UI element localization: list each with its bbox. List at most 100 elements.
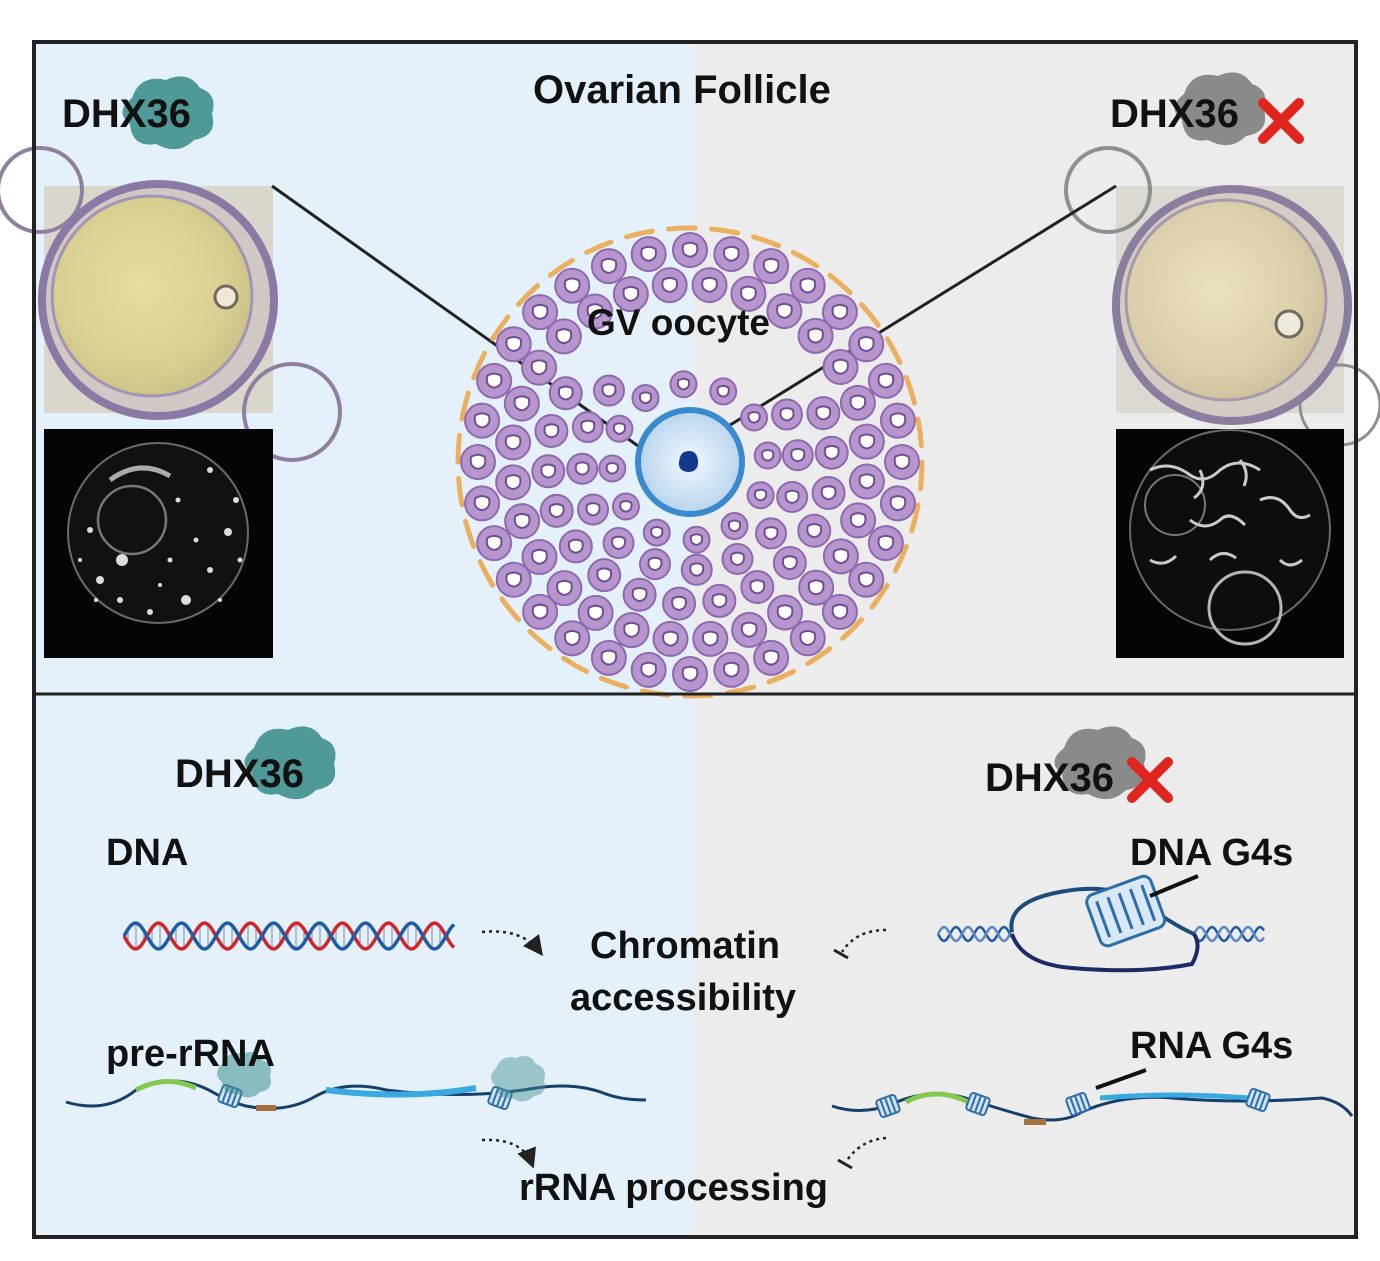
oocyte-nucleus [678,451,699,472]
granulosa-cell [753,248,790,285]
granulosa-cell [545,318,582,355]
granulosa-cell [602,527,635,560]
granulosa-cell [682,525,711,554]
wildtype-protein-label: DHX36 [62,92,191,136]
granulosa-cell [631,383,660,412]
figure-border [32,40,1358,1239]
granulosa-cell [879,485,916,522]
pre-rrna-strand [65,1052,647,1111]
granulosa-cell [495,326,532,363]
granulosa-cell [822,538,859,575]
granulosa-cell [590,248,627,285]
granulosa-cell [613,612,650,649]
g4-small-icon [1065,1091,1091,1117]
knockout-protein-label: DHX36 [1110,92,1239,136]
figure-title: Ovarian Follicle [533,68,831,112]
g4-inhibits-processing-arrow [837,1136,887,1170]
granulosa-cell [867,362,904,399]
knockout-zoom-line [713,184,1117,437]
granulosa-cell [464,485,501,522]
granulosa-cell [848,463,885,500]
granulosa-cell [558,529,593,564]
pre-rrna-label: pre-rRNA [106,1033,275,1075]
granulosa-cell [503,385,540,422]
dhx36-absent-protein-icon [1054,726,1146,800]
gv-oocyte [635,407,745,517]
dna-helix-right-end [1192,925,1265,943]
cross-icon [1258,98,1304,144]
granulosa-cell [702,583,737,618]
cross-icon [1127,757,1173,803]
granulosa-cell [814,435,849,470]
granulosa-cell [546,570,583,607]
dhx36-protein-icon [217,1052,271,1098]
granulosa-cell [772,545,807,580]
gv-oocyte-label: GV oocyte [587,302,770,343]
knockout-brightfield-image [1064,146,1380,447]
g4-inhibits-chromatin-arrow [833,928,887,960]
granulosa-cell [776,480,809,513]
granulosa-cell [630,236,667,273]
dhx36-protein-icon [491,1056,545,1102]
granulosa-cell [577,594,614,631]
knockout-protein-label-bottom: DHX36 [985,756,1114,800]
pre-rrna-g4-strand [831,1068,1354,1125]
dna-label: DNA [106,832,189,874]
dna-g4-pointer [1149,874,1199,898]
granulosa-cell [612,276,649,313]
granulosa-cell [713,236,750,273]
granulosa-cell [548,376,583,411]
granulosa-cell [753,441,782,470]
g4-small-icon [487,1085,513,1111]
wildtype-fluorescence-image [44,429,273,658]
granulosa-cell [521,539,558,576]
granulosa-cell [521,349,558,386]
granulosa-cell [605,414,634,443]
granulosa-cell [672,232,708,268]
granulosa-cell [576,293,613,330]
granulosa-cell [464,402,501,439]
granulosa-cell [534,414,569,449]
granulosa-cell [598,454,627,483]
granulosa-cell [504,503,541,540]
dna-to-chromatin-arrow [481,930,544,956]
granulosa-cell [539,493,574,528]
granulosa-cell [639,548,672,581]
granulosa-cell [811,475,846,510]
granulosa-cell [821,593,858,630]
granulosa-cell [789,620,826,657]
granulosa-cell [839,384,876,421]
granulosa-cell [522,593,559,630]
dna-g4-structure [936,874,1265,973]
granulosa-cell [630,651,667,688]
granulosa-cell [691,267,728,304]
granulosa-cell [797,317,834,354]
granulosa-cells [460,232,920,692]
granulosa-cell [848,423,885,460]
granulosa-cell [692,620,729,657]
g4-small-icon [875,1093,901,1119]
knockout-fluorescence-image [1116,429,1344,658]
granulosa-cell [766,293,803,330]
granulosa-cell [840,502,877,539]
granulosa-cell [651,267,688,304]
granulosa-cell [740,403,769,432]
granulosa-cell [755,517,788,550]
dhx36-protein-icon [244,726,336,800]
granulosa-cell [476,362,513,399]
granulosa-cell [592,374,625,407]
granulosa-cell [476,525,513,562]
granulosa-cell [642,518,671,547]
granulosa-cell [848,561,885,598]
granulosa-cell [495,424,532,461]
dna-double-helix [122,921,456,951]
granulosa-cell [798,569,835,606]
chromatin-label-line2: accessibility [570,977,797,1019]
granulosa-cell [879,402,916,439]
rrna-processing-label: rRNA processing [519,1167,828,1209]
dna-helix-left-end [936,925,1014,943]
granulosa-cell [746,481,775,510]
granulosa-cell [571,411,604,444]
wildtype-brightfield-image [0,146,342,462]
dhx36-absent-protein-icon [1174,72,1266,146]
